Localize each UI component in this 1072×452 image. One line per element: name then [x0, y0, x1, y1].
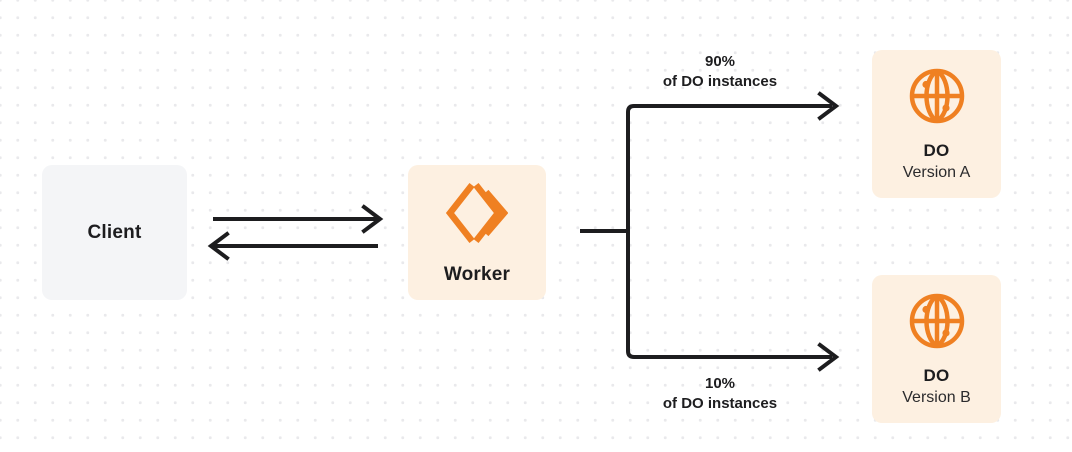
node-do-a-sublabel: Version A: [902, 163, 971, 181]
arrow-worker-to-client: [207, 231, 378, 261]
edge-label-do-a-percent: 90%: [704, 53, 736, 70]
node-do-b-sublabel: Version B: [902, 388, 971, 406]
edge-label-do-a: 90% of DO instances: [620, 52, 820, 93]
edge-label-do-a-caption: of DO instances: [662, 73, 778, 91]
node-do-version-a: DO Version A: [872, 50, 1001, 198]
edge-label-do-b-percent: 10%: [704, 375, 736, 392]
node-do-b-label: DO: [923, 365, 950, 385]
node-worker-label: Worker: [443, 263, 511, 285]
arrow-worker-to-do-a: [626, 91, 840, 231]
edge-label-do-b: 10% of DO instances: [620, 374, 820, 415]
durable-object-globe-icon: [908, 292, 966, 350]
node-client: Client: [42, 165, 187, 300]
node-worker: Worker: [408, 165, 546, 300]
node-do-a-label: DO: [923, 140, 950, 160]
arrow-client-to-worker: [213, 204, 384, 234]
edge-label-do-b-caption: of DO instances: [662, 395, 778, 413]
durable-object-globe-icon: [908, 67, 966, 125]
node-do-version-b: DO Version B: [872, 275, 1001, 423]
node-client-label: Client: [87, 221, 142, 243]
cloudflare-workers-icon: [446, 180, 508, 246]
arrow-worker-to-do-b: [626, 231, 840, 372]
